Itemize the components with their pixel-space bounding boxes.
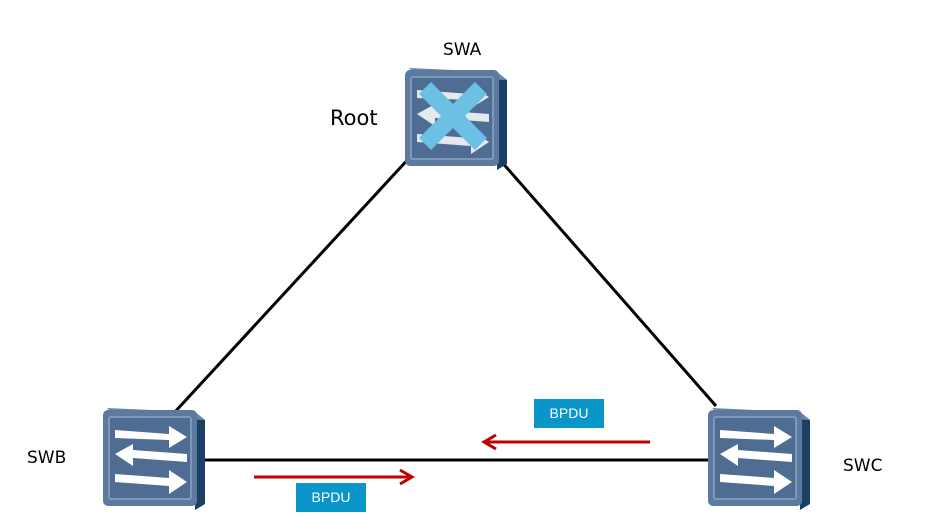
cross-icon xyxy=(419,82,487,150)
bpdu-arrow-swb-to-swc xyxy=(254,468,415,486)
swc-label: SWC xyxy=(843,456,883,476)
swa-label: SWA xyxy=(443,40,482,60)
bpdu-badge-swc-to-swb: BPDU xyxy=(534,399,604,428)
bpdu-badge-swb-to-swc: BPDU xyxy=(296,483,366,512)
root-label: Root xyxy=(330,106,378,130)
bpdu-arrow-swc-to-swb xyxy=(481,433,650,451)
switch-swa[interactable] xyxy=(404,67,508,171)
link-swa-swb xyxy=(171,153,414,416)
switch-swc[interactable] xyxy=(707,407,811,511)
swb-label: SWB xyxy=(27,448,67,468)
switch-swb[interactable] xyxy=(102,407,206,511)
link-swa-swc xyxy=(498,159,718,407)
